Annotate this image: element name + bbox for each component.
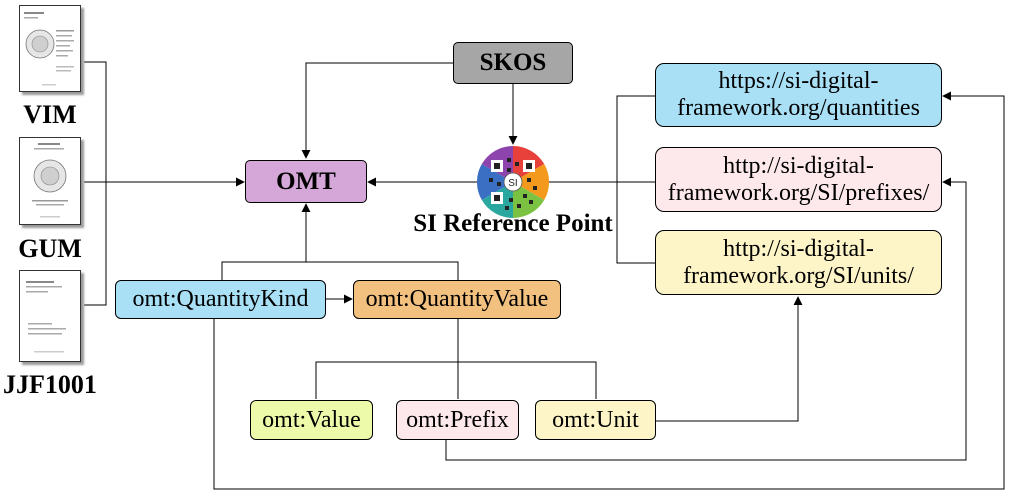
url-units-node: http://si-digital-framework.org/SI/units… — [655, 230, 942, 295]
value-tree-branch — [315, 361, 597, 399]
kind-to-quantities-url-line — [213, 91, 1005, 490]
vim-label: VIM — [23, 100, 77, 129]
value-node: omt:Value — [250, 400, 373, 440]
vim-document-image — [24, 12, 74, 86]
url-quantities-node: https://si-digital-framework.org/quantit… — [655, 63, 942, 127]
prefix-node: omt:Prefix — [396, 400, 519, 440]
gum-document-image — [32, 143, 68, 218]
vim-document-thumbnail — [19, 5, 81, 92]
si-reference-point-label: SI Reference Point — [413, 210, 613, 237]
quantity-value-node: omt:QuantityValue — [353, 280, 561, 319]
unit-node: omt:Unit — [535, 400, 656, 440]
skos-to-omt-line — [301, 62, 453, 159]
jjf1001-document-thumbnail — [19, 270, 81, 362]
si-reference-point-qr: SI — [476, 146, 550, 219]
prefix-to-prefixes-url-line — [445, 177, 967, 461]
url-prefixes-node: http://si-digital-framework.org/SI/prefi… — [655, 147, 942, 212]
vim-to-omt-line — [84, 61, 107, 182]
gum-document-thumbnail — [19, 137, 81, 225]
qr-code-icon: SI — [476, 146, 550, 219]
jjf1001-document-image — [26, 281, 66, 353]
quantity-kind-node: omt:QuantityKind — [115, 280, 326, 319]
classes-to-omt-line — [221, 261, 459, 285]
jjf1001-to-omt-line — [84, 182, 107, 306]
skos-node: SKOS — [453, 42, 573, 84]
omt-node: OMT — [245, 160, 367, 203]
jjf1001-label: JJF1001 — [3, 370, 97, 399]
gum-label: GUM — [18, 234, 82, 263]
qr-badge-text: SI — [508, 178, 517, 189]
unit-to-units-url-line — [656, 296, 803, 422]
url-bracket-line — [616, 95, 655, 264]
